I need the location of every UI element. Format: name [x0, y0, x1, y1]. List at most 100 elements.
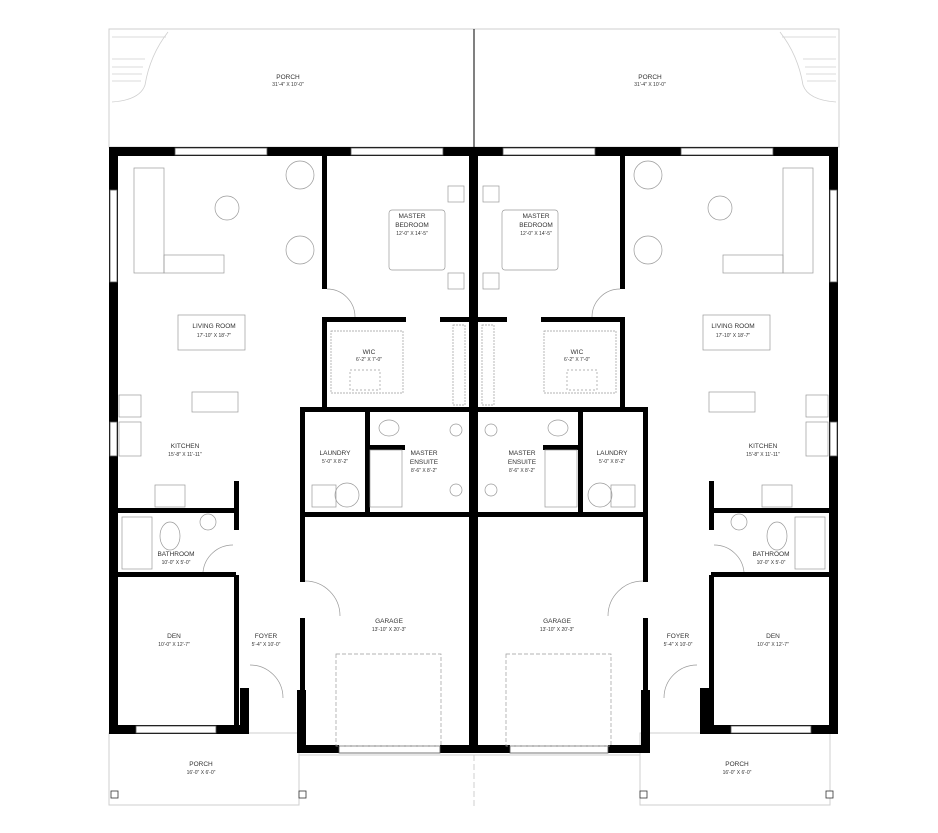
vanity-sink-icon — [484, 423, 498, 437]
window — [135, 725, 217, 734]
garage-door — [509, 745, 609, 754]
sink-icon — [118, 421, 142, 457]
kitchen-island-icon — [708, 391, 756, 413]
porch-rear-right-name: PORCH — [638, 74, 662, 81]
foyer-right-name: FOYER — [667, 633, 690, 640]
wic-right-name: WIC — [571, 349, 584, 356]
window — [730, 725, 812, 734]
wall-den-left-inner — [234, 575, 239, 730]
door-swing — [326, 288, 356, 318]
door-swing — [202, 544, 234, 573]
master-bedroom-right-dim: 12'-0" X 14'-5" — [520, 231, 552, 237]
rear-steps-right — [779, 31, 837, 103]
window — [350, 147, 444, 156]
bathroom-left-dim: 10'-0" X 5'-0" — [162, 560, 191, 566]
armchair-icon — [285, 160, 315, 190]
front-porch-left — [108, 732, 300, 806]
laundry-right-name: LAUNDRY — [597, 450, 629, 457]
master-bedroom-right-name: MASTER — [522, 213, 549, 220]
bathtub-icon — [794, 516, 826, 570]
porch-rear-left-name: PORCH — [276, 74, 300, 81]
living-room-left-name: LIVING ROOM — [192, 323, 235, 330]
porch-front-right-name: PORCH — [725, 761, 749, 768]
master-bedroom-left-name2: BEDROOM — [395, 222, 429, 229]
laundry-sink-icon — [311, 484, 337, 508]
master-bedroom-left-dim: 12'-0" X 14'-5" — [396, 231, 428, 237]
wic-left-dim: 6'-2" X 7'-0" — [356, 357, 382, 363]
porch-front-right-dim: 16'-0" X 6'-0" — [723, 770, 752, 776]
garage-left-name: GARAGE — [375, 618, 403, 625]
rear-steps-left — [111, 31, 169, 103]
bathtub-icon — [121, 516, 153, 570]
nightstand-icon — [482, 185, 500, 203]
toilet-icon — [159, 521, 181, 551]
window — [829, 421, 838, 457]
nightstand-icon — [447, 272, 465, 290]
attic-hatch-icon — [566, 369, 598, 391]
entry-door-swing — [249, 664, 284, 699]
laundry-left-name: LAUNDRY — [320, 450, 352, 457]
ensuite-right-name: MASTER — [508, 450, 535, 457]
attic-hatch-icon — [349, 369, 381, 391]
kitchen-island-icon — [191, 391, 239, 413]
vanity-sink-icon — [449, 423, 463, 437]
ensuite-left-name2: ENSUITE — [410, 459, 439, 466]
front-porch-right — [639, 732, 831, 806]
garage-right-dim: 13'-10" X 20'-3" — [540, 627, 575, 633]
washer-icon — [587, 482, 613, 508]
doors — [202, 288, 745, 699]
window — [502, 147, 596, 156]
vanity-sink-icon — [484, 483, 498, 497]
porch-rear-right-dim: 31'-4" X 10'-0" — [634, 82, 666, 88]
ensuite-right-name2: ENSUITE — [508, 459, 537, 466]
porch-posts — [110, 790, 834, 799]
toilet-icon — [766, 521, 788, 551]
rear-porch-left — [108, 28, 475, 148]
garage-door — [338, 745, 441, 754]
door-swing — [713, 544, 745, 573]
coffee-table-icon — [214, 195, 240, 221]
window — [829, 189, 838, 283]
vanity-sink-icon — [199, 513, 217, 531]
stove-icon — [154, 484, 186, 508]
ensuite-left-dim: 8'-6" X 8'-2" — [411, 468, 437, 474]
porch-front-left-name: PORCH — [189, 761, 213, 768]
window — [680, 147, 774, 156]
window — [109, 189, 118, 283]
sink-icon — [805, 421, 829, 457]
laundry-sink-icon — [610, 484, 636, 508]
living-room-right-name: LIVING ROOM — [711, 323, 754, 330]
den-left-dim: 10'-0" X 12'-7" — [158, 642, 190, 648]
door-swing — [304, 580, 341, 617]
ensuite-left-name: MASTER — [410, 450, 437, 457]
porch-front-left-dim: 16'-0" X 6'-0" — [187, 770, 216, 776]
fridge-icon — [118, 394, 142, 418]
master-bedroom-right-name2: BEDROOM — [519, 222, 553, 229]
den-right-dim: 10'-0" X 12'-7" — [757, 642, 789, 648]
living-room-right-dim: 17'-10" X 18'-7" — [716, 333, 751, 339]
room-labels: PORCH 31'-4" X 10'-0" MASTER BEDROOM 12'… — [157, 74, 789, 776]
laundry-left-dim: 5'-0" X 8'-2" — [322, 459, 348, 465]
sofa-icon — [133, 167, 165, 274]
windows — [109, 147, 838, 754]
foyer-left-name: FOYER — [255, 633, 278, 640]
rear-porch-right — [473, 28, 840, 148]
kitchen-left-dim: 15'-8" X 11'-11" — [168, 452, 202, 458]
porch-rear-left-dim: 31'-4" X 10'-0" — [272, 82, 304, 88]
armchair-icon — [633, 235, 663, 265]
wall-den-right-inner — [709, 575, 714, 730]
walls — [109, 147, 838, 753]
laundry-right-dim: 5'-0" X 8'-2" — [599, 459, 625, 465]
garage-left-dim: 13'-10" X 20'-3" — [372, 627, 407, 633]
bed-icon — [501, 209, 559, 271]
armchair-icon — [633, 160, 663, 190]
den-right-name: DEN — [766, 633, 780, 640]
bathroom-right-name: BATHROOM — [752, 551, 789, 558]
vanity-sink-icon — [730, 513, 748, 531]
nightstand-icon — [447, 185, 465, 203]
kitchen-right-dim: 15'-8" X 11'-11" — [746, 452, 780, 458]
toilet-icon — [378, 419, 400, 437]
closet-shelving-icon — [330, 330, 404, 394]
entry-door-swing — [663, 664, 698, 699]
sofa-icon — [782, 167, 814, 274]
